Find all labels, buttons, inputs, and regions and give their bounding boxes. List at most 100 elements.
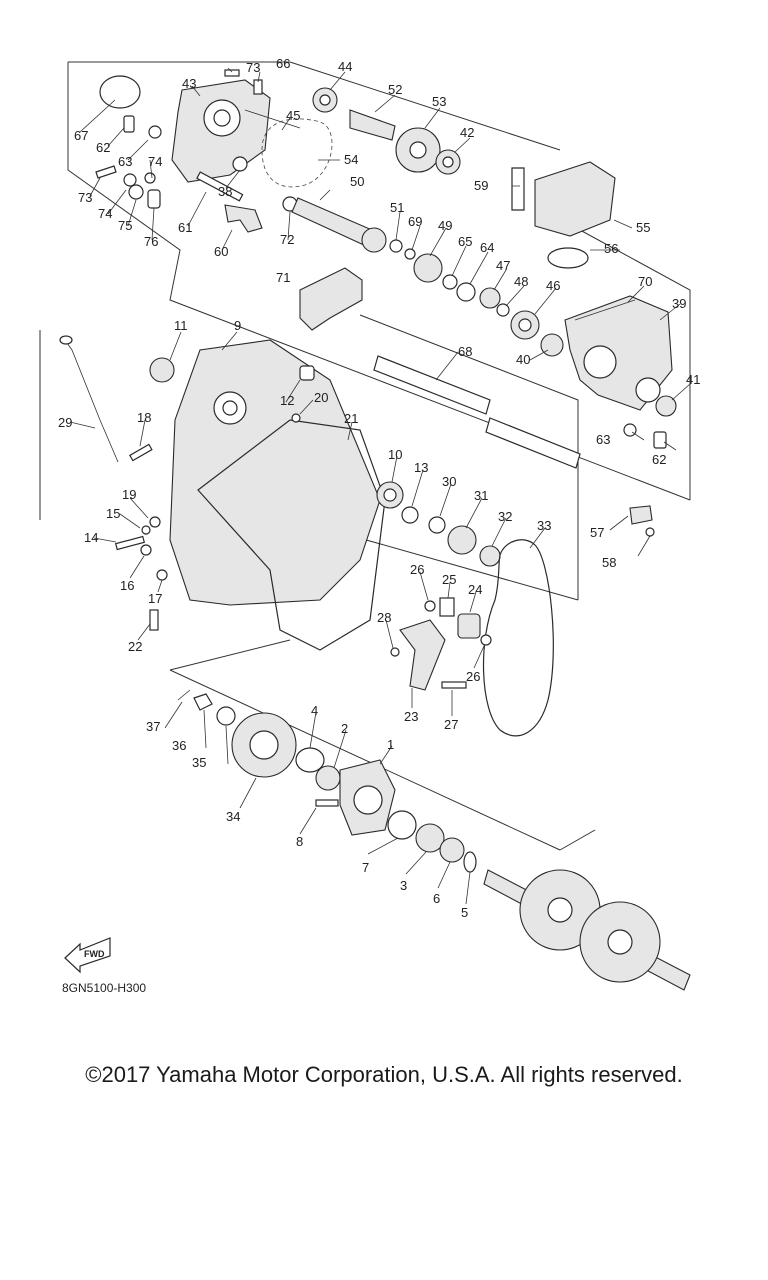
gasket-70	[574, 299, 636, 321]
clip-58	[645, 527, 655, 537]
callout-67: 67	[74, 128, 88, 143]
secondary-cover-group	[95, 69, 301, 233]
callout-69: 69	[408, 214, 422, 229]
nut-36	[193, 693, 213, 711]
callout-53: 53	[432, 94, 446, 109]
callout-32: 32	[498, 509, 512, 524]
callout-23: 23	[404, 709, 418, 724]
cotter-37	[177, 689, 191, 701]
callout-4: 4	[311, 703, 318, 718]
callout-2: 2	[341, 721, 348, 736]
copyright-notice: ©2017 Yamaha Motor Corporation, U.S.A. A…	[85, 1062, 683, 1087]
callout-21: 21	[344, 411, 358, 426]
callout-46: 46	[546, 278, 560, 293]
bearing-32	[479, 545, 501, 567]
callout-6: 6	[433, 891, 440, 906]
callout-72: 72	[280, 232, 294, 247]
o-ring-67	[99, 75, 141, 109]
callout-17: 17	[148, 591, 162, 606]
callout-68: 68	[458, 344, 472, 359]
callout-3: 3	[400, 878, 407, 893]
callout-41: 41	[686, 372, 700, 387]
leader-lines	[69, 67, 691, 905]
o-ring-7	[387, 810, 417, 840]
washer-63b	[623, 423, 637, 437]
callout-34: 34	[226, 809, 240, 824]
fwd-arrow-icon: FWD	[64, 937, 111, 974]
callout-33: 33	[537, 518, 551, 533]
washer-26b	[480, 634, 492, 646]
callout-63a: 63	[118, 154, 132, 169]
callout-42: 42	[460, 125, 474, 140]
shaft-50	[291, 197, 373, 247]
callout-7: 7	[362, 860, 369, 875]
plug-12	[299, 365, 315, 381]
bolt-14	[114, 535, 146, 551]
drive-axle-group	[177, 689, 691, 991]
spring-25	[439, 597, 455, 617]
callout-61: 61	[178, 220, 192, 235]
shift-fork-60	[224, 204, 263, 233]
bolt-66	[253, 79, 263, 95]
reverse-gear-group	[261, 87, 564, 357]
lever-57	[629, 505, 653, 525]
washer-74a	[123, 173, 137, 187]
seal-38	[232, 156, 248, 172]
washer-19	[149, 516, 161, 528]
chain-guide-71	[299, 267, 363, 331]
bearing-47	[479, 287, 501, 309]
callout-63b: 63	[596, 432, 610, 447]
callout-29: 29	[58, 415, 72, 430]
callout-26b: 26	[466, 669, 480, 684]
callout-48: 48	[514, 274, 528, 289]
callout-numbers: 1 2 3 4 5 6 7 8 9 10 11 12 13 14 15 16 1…	[58, 56, 700, 920]
washer-26a	[424, 600, 436, 612]
oil-seal-3	[415, 823, 445, 853]
plug-20	[291, 413, 301, 423]
roller-24	[457, 613, 481, 639]
callout-50: 50	[350, 174, 364, 189]
callout-36: 36	[172, 738, 186, 753]
gearbox-case-group	[511, 161, 677, 537]
callout-10: 10	[388, 447, 402, 462]
jackshaft-group	[373, 355, 581, 469]
pin-28	[390, 647, 400, 657]
washer-74b	[144, 172, 156, 184]
collar-69	[404, 248, 416, 260]
drive-chain-group	[376, 481, 554, 737]
callout-43: 43	[182, 76, 196, 91]
callout-62b: 62	[652, 452, 666, 467]
o-ring-5	[463, 851, 477, 873]
callout-13: 13	[414, 460, 428, 475]
callout-52: 52	[388, 82, 402, 97]
callout-20: 20	[314, 390, 328, 405]
callout-5: 5	[461, 905, 468, 920]
callout-70: 70	[638, 274, 652, 289]
oil-seal-11	[149, 357, 175, 383]
callout-12: 12	[280, 393, 294, 408]
pin-45	[244, 109, 301, 129]
callout-37: 37	[146, 719, 160, 734]
callout-22: 22	[128, 639, 142, 654]
washer-17	[156, 569, 168, 581]
sprocket-49	[413, 253, 443, 283]
callout-49: 49	[438, 218, 452, 233]
callout-65: 65	[458, 234, 472, 249]
sensor-76	[147, 189, 161, 209]
bearing-40	[540, 333, 564, 357]
callout-35: 35	[192, 755, 206, 770]
callout-47: 47	[496, 258, 510, 273]
collar-51	[389, 239, 403, 253]
wire-29	[61, 335, 119, 463]
bolt-22	[149, 609, 159, 631]
tensioner-arm-23	[399, 619, 446, 691]
callout-73b: 73	[78, 190, 92, 205]
callout-66: 66	[276, 56, 290, 71]
callout-57: 57	[590, 525, 604, 540]
circlip-65	[442, 274, 458, 290]
callout-40: 40	[516, 352, 530, 367]
callout-56: 56	[604, 241, 618, 256]
callout-71: 71	[276, 270, 290, 285]
callout-55: 55	[636, 220, 650, 235]
callout-27: 27	[444, 717, 458, 732]
